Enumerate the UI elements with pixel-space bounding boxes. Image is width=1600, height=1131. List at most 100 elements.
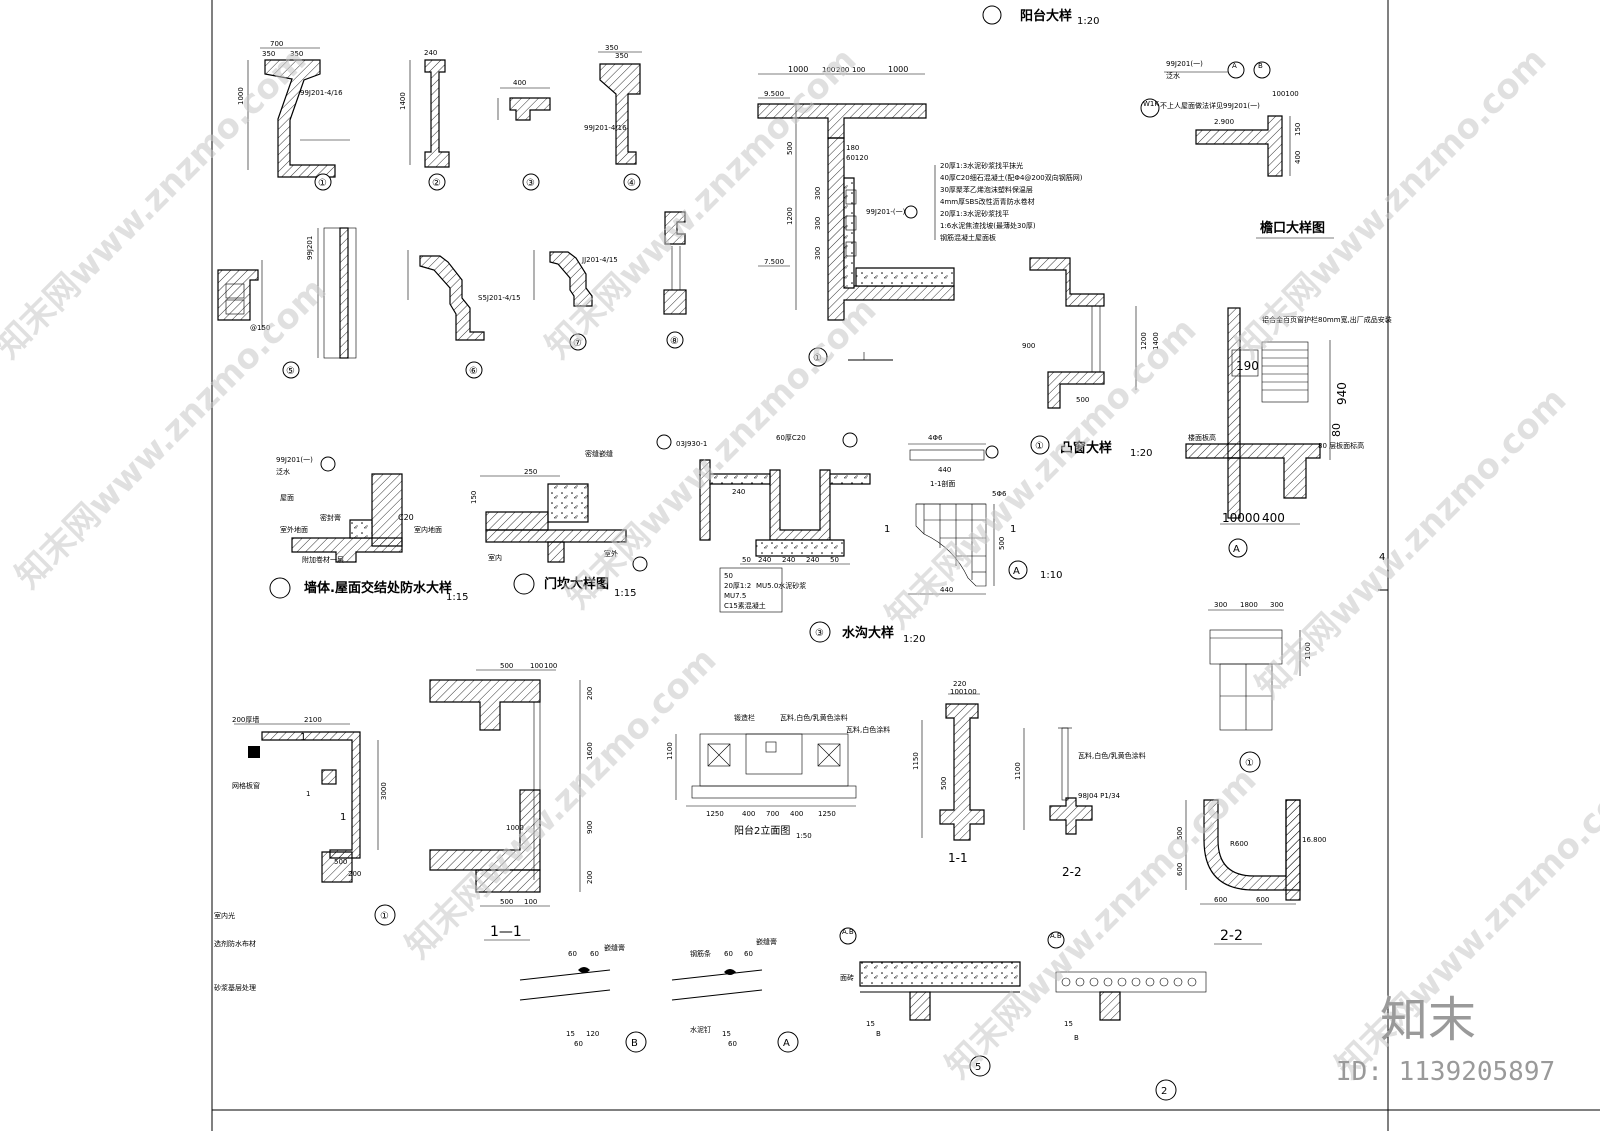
svg-text:④: ④ [627,178,636,189]
svg-text:5Φ6: 5Φ6 [992,490,1007,498]
svg-text:400: 400 [1262,511,1285,525]
bay-window-section: 190 940 80 80 层板面标高 铝合金百页窗护栏80mm宽,出厂成品安装… [1185,307,1392,558]
svg-text:1: 1 [306,790,310,798]
svg-text:A: A [1232,62,1237,70]
svg-text:200: 200 [586,871,594,884]
svg-text:400: 400 [1294,151,1302,164]
svg-text:1:20: 1:20 [1130,448,1152,459]
svg-text:1-1: 1-1 [948,851,968,865]
louver-slats [1261,341,1309,403]
svg-text:1:15: 1:15 [614,588,636,599]
svg-text:C15素混凝土: C15素混凝土 [724,601,766,610]
svg-text:350: 350 [605,44,618,52]
svg-text:1200: 1200 [1140,332,1148,350]
svg-text:1: 1 [884,524,890,535]
svg-text:锻造栏: 锻造栏 [734,713,755,722]
svg-text:220: 220 [953,680,966,688]
svg-text:440: 440 [940,586,953,594]
svg-text:16.800: 16.800 [1302,836,1327,844]
svg-text:⑦: ⑦ [573,338,582,349]
svg-text:1000: 1000 [237,87,245,105]
id-watermark: ID: 1139205897 [1336,1057,1555,1087]
svg-text:泛水: 泛水 [276,467,290,476]
svg-text:120: 120 [586,1030,599,1038]
svg-text:15: 15 [1064,1020,1073,1028]
svg-text:99J201-(一): 99J201-(一) [866,208,906,216]
svg-text:350: 350 [290,50,303,58]
svg-text:350: 350 [615,52,628,60]
svg-text:100: 100 [530,662,543,670]
svg-text:③: ③ [526,178,535,189]
svg-text:MU5.0水泥砂浆: MU5.0水泥砂浆 [756,581,806,590]
svg-text:150: 150 [470,491,478,504]
svg-text:1100: 1100 [1014,762,1022,780]
svg-text:3000: 3000 [380,782,388,800]
svg-text:2-2: 2-2 [1220,928,1243,944]
svg-text:@150: @150 [250,324,270,332]
svg-text:600: 600 [1256,896,1269,904]
svg-text:300: 300 [814,247,822,260]
svg-text:500: 500 [1076,396,1089,404]
svg-text:60: 60 [568,950,577,958]
balcony-elevation: 1250 400 700 400 1250 锻造栏 瓦料,白色/乳黄色涂料 瓦料… [666,713,890,840]
svg-text:1:20: 1:20 [1077,16,1099,27]
svg-text:1250: 1250 [818,810,836,818]
svg-text:1400: 1400 [399,92,407,110]
svg-text:200厚墙: 200厚墙 [232,715,259,724]
profile-detail-3: 400 ③ [497,79,551,191]
svg-text:60厚C20: 60厚C20 [776,434,806,442]
svg-text:⑧: ⑧ [670,336,679,347]
svg-text:1:20: 1:20 [903,634,925,645]
svg-text:R600: R600 [1230,840,1248,848]
left-notes: 室内光 选剂防水布材 砂浆基层处理 [214,911,256,992]
profile-detail-2: 1400 240 ② [399,49,450,191]
svg-text:1—1: 1—1 [490,924,522,940]
svg-text:100100: 100100 [950,688,977,696]
svg-text:③: ③ [815,628,824,639]
profile-detail-4: 350 350 99J201-4/16 ④ [584,44,642,191]
svg-text:250: 250 [524,468,537,476]
svg-text:密封膏: 密封膏 [320,513,341,522]
joint-detail-a: 钢筋条 60 60 嵌缝膏 水泥钉 15 60 A [671,937,799,1053]
bay-window-detail: 900 1200 1400 500 ① 凸窗大样 1:20 [1022,257,1160,459]
svg-text:500: 500 [334,858,347,866]
svg-text:A.B: A.B [1050,932,1062,940]
svg-text:500: 500 [998,537,1006,550]
profile-detail-1: 700 350 350 1000 99J201-4/16 ① [237,40,350,191]
svg-text:1000: 1000 [788,65,808,74]
svg-text:60: 60 [724,950,733,958]
svg-text:20厚1:3水泥砂浆找平: 20厚1:3水泥砂浆找平 [940,209,1009,218]
section-1-1-small: 220 100100 1150 500 1-1 [912,680,985,865]
eave-detail-title: 檐口大样图 [1260,220,1325,236]
svg-text:2: 2 [1161,1086,1167,1097]
svg-text:200: 200 [586,687,594,700]
svg-text:屋面: 屋面 [280,494,294,502]
svg-text:300: 300 [814,217,822,230]
svg-text:①: ① [380,911,389,922]
svg-text:铝合金百页窗护栏80mm宽,出厂成品安装: 铝合金百页窗护栏80mm宽,出厂成品安装 [1262,315,1392,324]
svg-text:砂浆基层处理: 砂浆基层处理 [214,983,256,992]
svg-text:4Φ6: 4Φ6 [928,434,943,442]
svg-text:1000: 1000 [506,824,524,832]
svg-text:瓦料,白色/乳黄色涂料: 瓦料,白色/乳黄色涂料 [1078,751,1146,760]
svg-text:99J201(一): 99J201(一) [1166,60,1203,68]
svg-text:150: 150 [1294,123,1302,136]
svg-text:60: 60 [728,1040,737,1048]
svg-text:2.900: 2.900 [1214,118,1234,126]
svg-text:②: ② [432,178,441,189]
svg-text:A: A [1233,544,1240,555]
svg-text:1: 1 [340,812,346,823]
svg-text:①: ① [813,353,822,364]
svg-text:500: 500 [940,777,948,790]
svg-text:1: 1 [1010,524,1016,535]
svg-text:MU7.5: MU7.5 [724,592,746,600]
svg-text:440: 440 [938,466,951,474]
svg-text:50: 50 [830,556,839,564]
svg-text:①: ① [1245,758,1254,769]
svg-text:100: 100 [544,662,557,670]
panel-detail-right: 300 1800 300 1100 ① [1208,601,1312,773]
svg-text:1150: 1150 [912,752,920,770]
svg-text:300: 300 [1214,601,1227,609]
svg-text:选剂防水布材: 选剂防水布材 [214,939,256,948]
svg-text:300: 300 [1270,601,1283,609]
